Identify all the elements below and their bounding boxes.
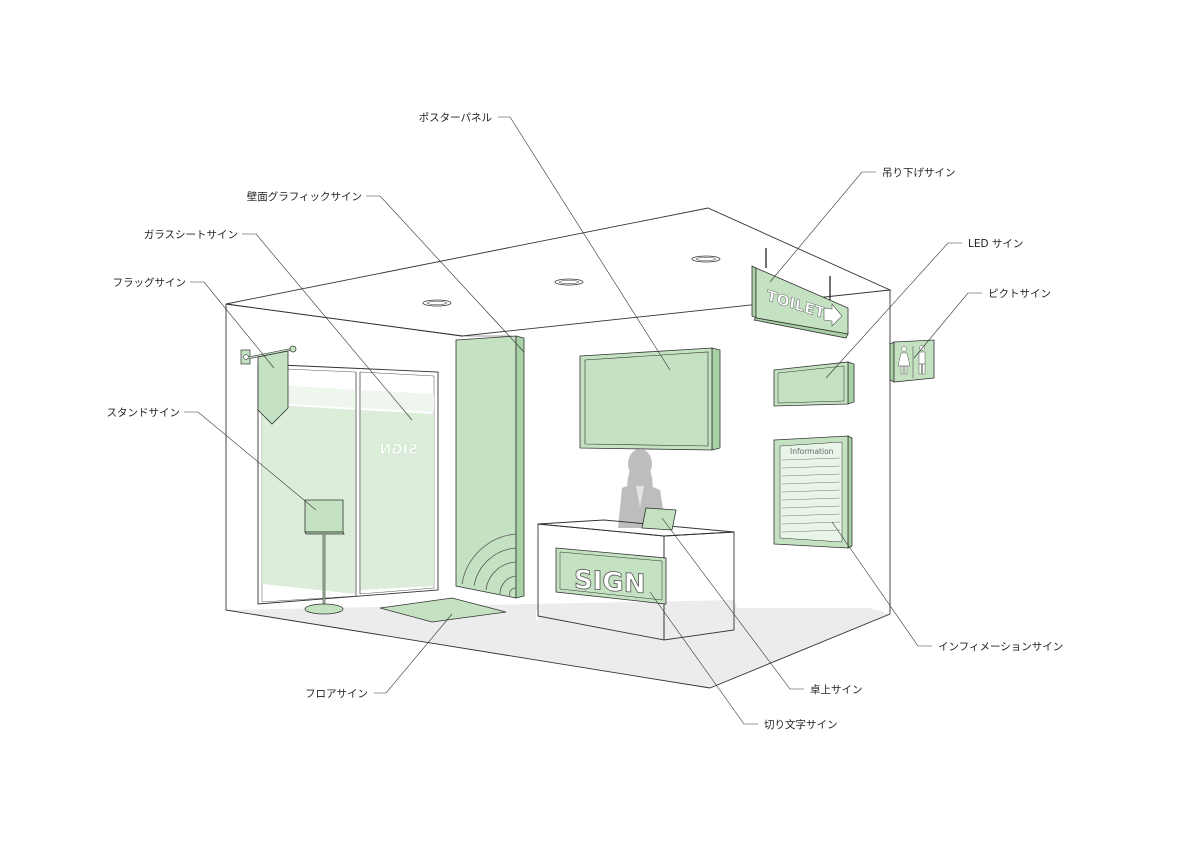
glass-mirrored-sign-text: SIGN xyxy=(380,442,419,458)
glass-sheet-left xyxy=(262,404,356,594)
reception-counter: SIGN xyxy=(537,507,735,641)
callout-labels: ポスターパネル 吊り下げサイン 壁面グラフィックサイン ガラスシートサイン LE… xyxy=(107,112,1064,731)
label-pictogram-sign: ピクトサイン xyxy=(988,288,1051,300)
hanging-sign: TOILET xyxy=(751,248,849,339)
label-stand-sign: スタンドサイン xyxy=(107,407,181,419)
cut-letter-text: SIGN xyxy=(574,565,645,600)
label-floor-sign: フロアサイン xyxy=(305,688,368,700)
floor-fill xyxy=(226,608,890,688)
room xyxy=(225,207,892,689)
stand-sign xyxy=(304,499,345,615)
label-glass-sheet-sign: ガラスシートサイン xyxy=(144,229,238,241)
floor-sign xyxy=(379,597,507,623)
label-hanging-sign: 吊り下げサイン xyxy=(882,167,956,179)
arrow-right-icon xyxy=(823,303,843,327)
desktop-sign xyxy=(641,507,677,531)
information-header-text: Information xyxy=(790,447,834,456)
label-flag-sign: フラッグサイン xyxy=(113,276,187,289)
flag-sign xyxy=(240,345,297,425)
led-sign xyxy=(773,361,855,407)
leader-lines xyxy=(184,116,982,725)
poster-panel xyxy=(579,347,721,451)
label-cut-letter-sign: 切り文字サイン xyxy=(764,718,838,731)
person-female-icon xyxy=(897,346,911,375)
label-led-sign: LED サイン xyxy=(968,238,1023,250)
downlight-1 xyxy=(422,299,452,307)
information-sign: Information xyxy=(773,435,853,549)
cut-letter-plate xyxy=(555,547,667,605)
label-desktop-sign: 卓上サイン xyxy=(810,684,863,696)
glass-sheet-right xyxy=(360,410,434,590)
wall-graphic-sign xyxy=(455,335,525,599)
label-poster-panel: ポスターパネル xyxy=(419,112,492,124)
pictogram-sign xyxy=(889,339,935,383)
glass-door: SIGN xyxy=(257,363,439,605)
label-information-sign: インフィメーションサイン xyxy=(938,641,1063,653)
label-wall-graphic-sign: 壁面グラフィックサイン xyxy=(247,190,362,203)
downlight-3 xyxy=(691,255,721,263)
downlight-2 xyxy=(554,278,584,286)
